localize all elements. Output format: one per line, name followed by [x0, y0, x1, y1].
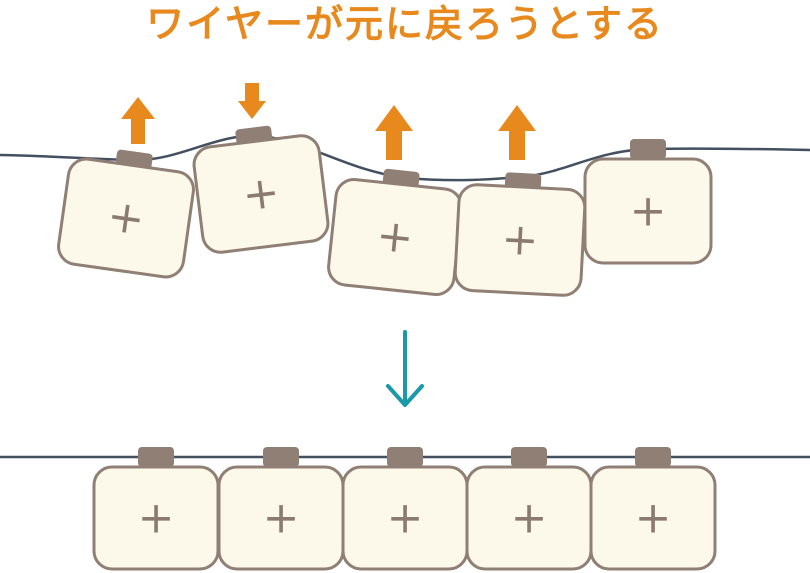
battery-cap [138, 447, 174, 467]
battery-cell-2: + [192, 125, 330, 254]
transition-arrow-icon [386, 330, 424, 407]
battery-body [192, 134, 330, 254]
arrow-up-icon [375, 105, 413, 160]
plus-sign: + [511, 493, 548, 544]
battery-cap [630, 139, 666, 159]
plus-sign: + [630, 186, 667, 237]
plus-sign: + [138, 493, 175, 544]
battery-cap [511, 447, 547, 467]
battery-cell-4: + [465, 447, 593, 571]
battery-cell-4: + [453, 172, 587, 297]
plus-sign: + [104, 190, 148, 246]
plus-sign: + [635, 493, 672, 544]
battery-cap [387, 447, 423, 467]
arrow-up-icon [498, 105, 536, 160]
battery-body [583, 157, 713, 265]
battery-body [453, 183, 587, 297]
plus-sign: + [263, 493, 300, 544]
plus-sign: + [240, 166, 283, 221]
diagram-title: ワイヤーが元に戻ろうとする [146, 2, 664, 46]
battery-cell-1: + [92, 447, 220, 571]
battery-cell-2: + [217, 447, 345, 571]
battery-body [57, 157, 195, 279]
battery-body [589, 465, 717, 571]
battery-cell-3: + [327, 168, 463, 297]
battery-cell-3: + [341, 447, 469, 571]
battery-cap [263, 447, 299, 467]
plus-sign: + [387, 493, 424, 544]
battery-cell-5: + [589, 447, 717, 571]
battery-cap [635, 447, 671, 467]
arrow-up-icon [121, 97, 155, 144]
battery-cell-5: + [583, 139, 713, 265]
arrow-down-icon [238, 83, 266, 119]
plus-sign: + [374, 210, 416, 265]
battery-cell-1: + [57, 149, 195, 279]
plus-sign: + [500, 214, 539, 267]
